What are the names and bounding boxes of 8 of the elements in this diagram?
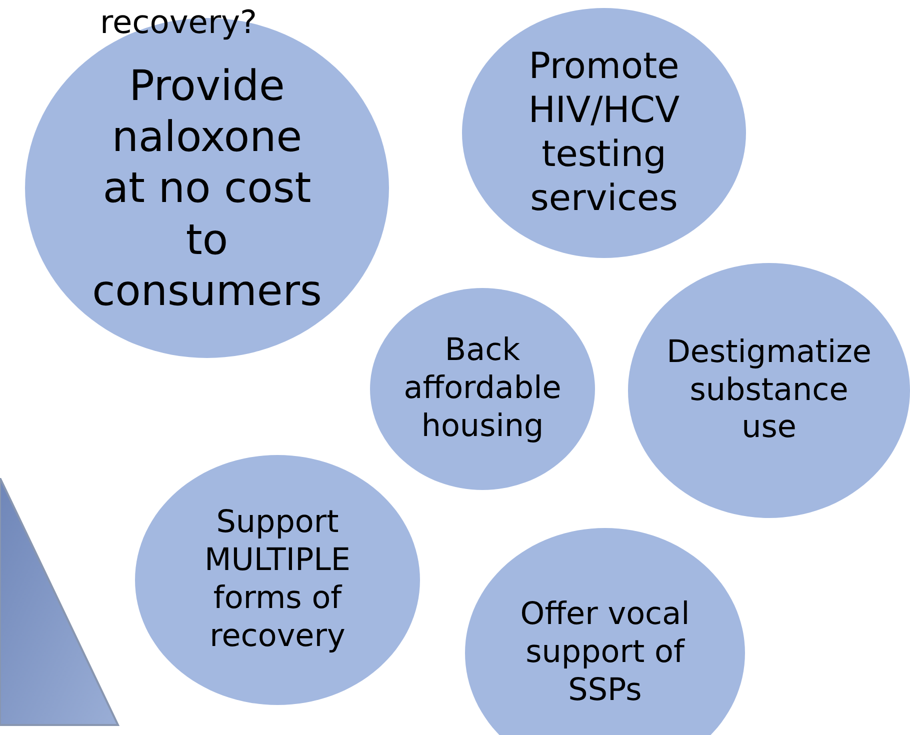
node-text: Back affordable housing xyxy=(402,332,562,446)
triangle-shape xyxy=(0,478,120,728)
node-text: Promote HIV/HCV testing services xyxy=(527,45,681,221)
node-text: Support MULTIPLE forms of recovery xyxy=(203,504,352,656)
node-text: Provide naloxone at no cost to consumers xyxy=(91,60,323,316)
node-text: Destigmatize substance use xyxy=(666,334,872,448)
node-text: Offer vocal support of SSPs xyxy=(519,596,691,710)
heading-text: recovery? xyxy=(100,4,258,41)
